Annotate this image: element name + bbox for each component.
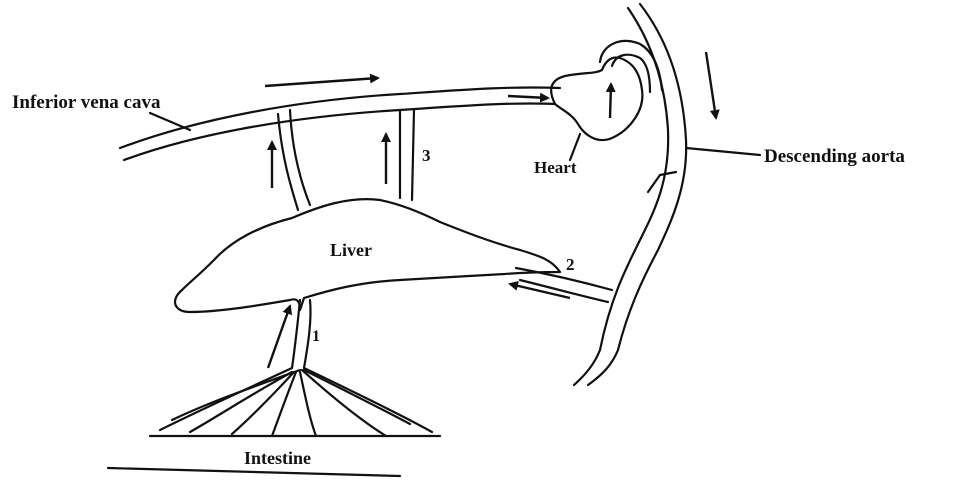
portal-vein-right (304, 300, 311, 368)
label-vessel-1: 1 (312, 328, 320, 346)
arrow-heart-up (610, 84, 611, 118)
intestine-branch-1 (160, 368, 292, 430)
arrow-descending-aorta (706, 52, 716, 118)
arrow-portal-vein (268, 306, 290, 368)
label-vessel-2: 2 (566, 255, 575, 275)
aorta-right-wall (588, 4, 686, 385)
aortic-arch-inner (612, 55, 650, 92)
aorta-pointer (686, 148, 760, 155)
aorta-left-wall (574, 8, 668, 385)
heart-outline (551, 58, 642, 141)
arrow-into-heart (508, 96, 548, 98)
intestine-branch-6 (302, 370, 386, 436)
intestine-branch-7 (304, 368, 432, 432)
hepatic-vein-3-b (412, 110, 414, 200)
label-inferior-vena-cava: Inferior vena cava (12, 92, 160, 114)
vena-cava-pointer (150, 113, 190, 130)
vena-cava-lower-wall (124, 103, 555, 160)
label-heart: Heart (534, 158, 576, 178)
hepatic-vein-left-b (278, 114, 298, 210)
label-intestine: Intestine (244, 448, 311, 469)
vena-cava-upper-wall (120, 87, 560, 148)
label-vessel-3: 3 (422, 146, 431, 166)
label-liver: Liver (330, 240, 372, 261)
intestine-lower-line (108, 468, 400, 476)
hepatic-artery-lower (520, 280, 608, 302)
heart-pointer (570, 134, 580, 160)
portal-vein-left (292, 300, 300, 368)
label-descending-aorta: Descending aorta (764, 146, 905, 168)
arrow-vena-cava-top (265, 78, 378, 86)
hepatic-artery-upper (516, 268, 612, 290)
